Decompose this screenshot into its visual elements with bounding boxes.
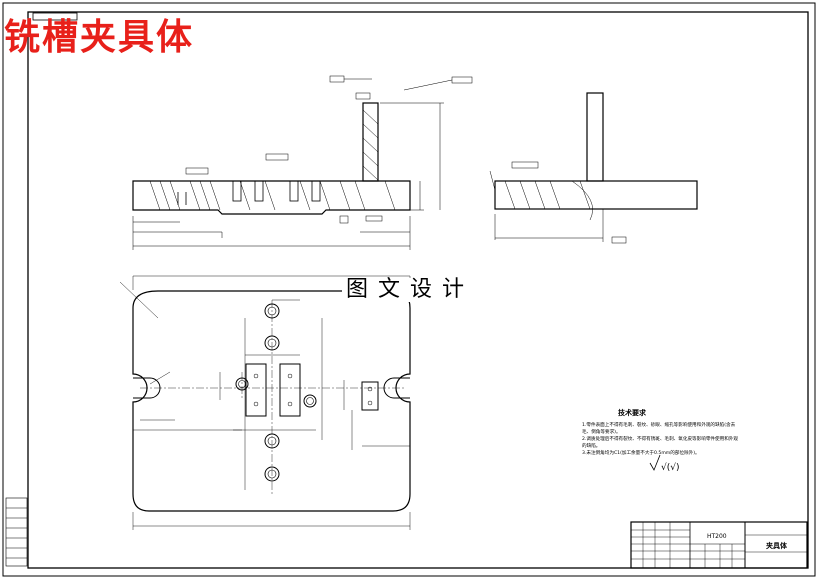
drawing-name-label: 夹具体: [766, 542, 787, 550]
tech-requirement-line: 的缺陷。: [582, 444, 601, 449]
tech-requirement-line: 毛、倒角等要求)。: [582, 430, 621, 435]
inner-border: [27, 11, 809, 569]
material-label: HT200: [707, 533, 727, 540]
drawing-number-box: [32, 12, 78, 21]
roughness-mark: [649, 454, 661, 471]
tech-requirement-line: 2.调质处理后不得有裂纹、不得有锈斑、毛刺、氧化皮等影响零件使用和外观: [582, 437, 738, 442]
title-block: [630, 521, 808, 569]
tech-requirements-heading: 技术要求: [618, 409, 646, 417]
tech-requirement-line: 1.零件表面上不得有毛刺、裂纹、砂眼、缩孔等影响使用和外观的缺陷(含去: [582, 423, 736, 428]
watermark-text: 图文设计: [342, 277, 479, 303]
drawing-title: 铣槽夹具体: [4, 17, 195, 58]
tech-requirement-line: 3.未注倒角均为C1(加工余量不大于0.5mm的部位除外)。: [582, 451, 700, 456]
side-view: [489, 92, 698, 244]
top-view: [119, 275, 411, 530]
left-side-table: [5, 497, 28, 567]
front-view: [132, 75, 473, 250]
roughness-symbol: √(√): [661, 463, 680, 473]
